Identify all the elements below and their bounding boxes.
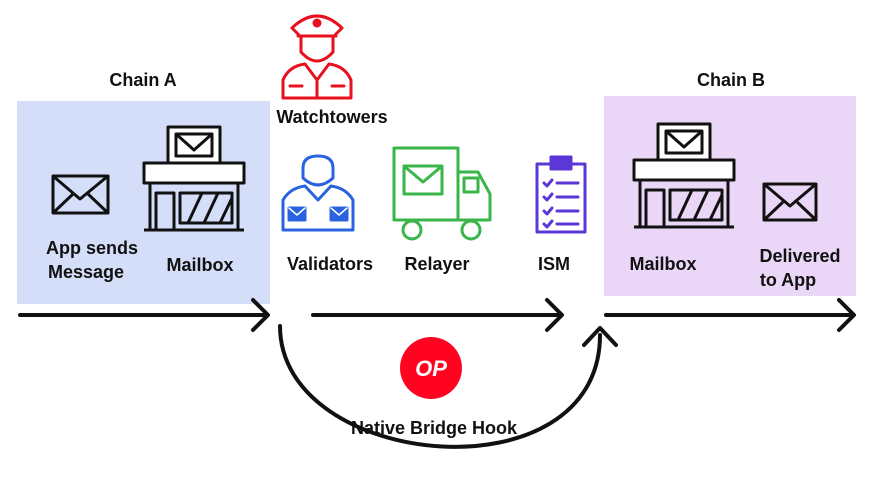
flow-arrows (18, 298, 856, 449)
watchtowers-label: Watchtowers (276, 107, 387, 127)
relayer-truck-icon (392, 146, 492, 241)
ism-label: ISM (538, 254, 570, 274)
relayer-label: Relayer (404, 254, 469, 274)
chain-b-panel: Chain B Mailbox Delivered to App (604, 70, 856, 296)
mailbox-b-label: Mailbox (629, 254, 696, 274)
native-bridge-hook-label: Native Bridge Hook (351, 418, 518, 438)
arrow-offchain (311, 298, 564, 332)
arrow-chain-a (18, 298, 270, 332)
op-badge: OP (400, 337, 462, 399)
delivered-label-line2: to App (760, 270, 816, 290)
validator-person-icon (281, 154, 355, 232)
op-badge-circle (400, 337, 462, 399)
chain-a-background (17, 101, 270, 304)
op-badge-text: OP (415, 356, 447, 381)
native-bridge-hook-arrow (278, 324, 618, 449)
mailbox-building-icon (142, 125, 246, 232)
chain-b-title: Chain B (697, 70, 765, 90)
arrow-chain-b (604, 298, 856, 332)
validators-label: Validators (287, 254, 373, 274)
mailbox-building-icon (632, 122, 736, 229)
mailbox-a-label: Mailbox (166, 255, 233, 275)
app-sends-label-line2: Message (48, 262, 124, 282)
delivered-label-line1: Delivered (759, 246, 840, 266)
watchtower-guard-icon (281, 14, 353, 100)
chain-a-title: Chain A (109, 70, 176, 90)
app-sends-label-line1: App sends (46, 238, 138, 258)
chain-a-panel: Chain A App sends Message Mailbox (17, 70, 270, 304)
ism-clipboard-icon (535, 155, 587, 234)
envelope-icon (762, 182, 818, 222)
envelope-icon (51, 174, 110, 215)
